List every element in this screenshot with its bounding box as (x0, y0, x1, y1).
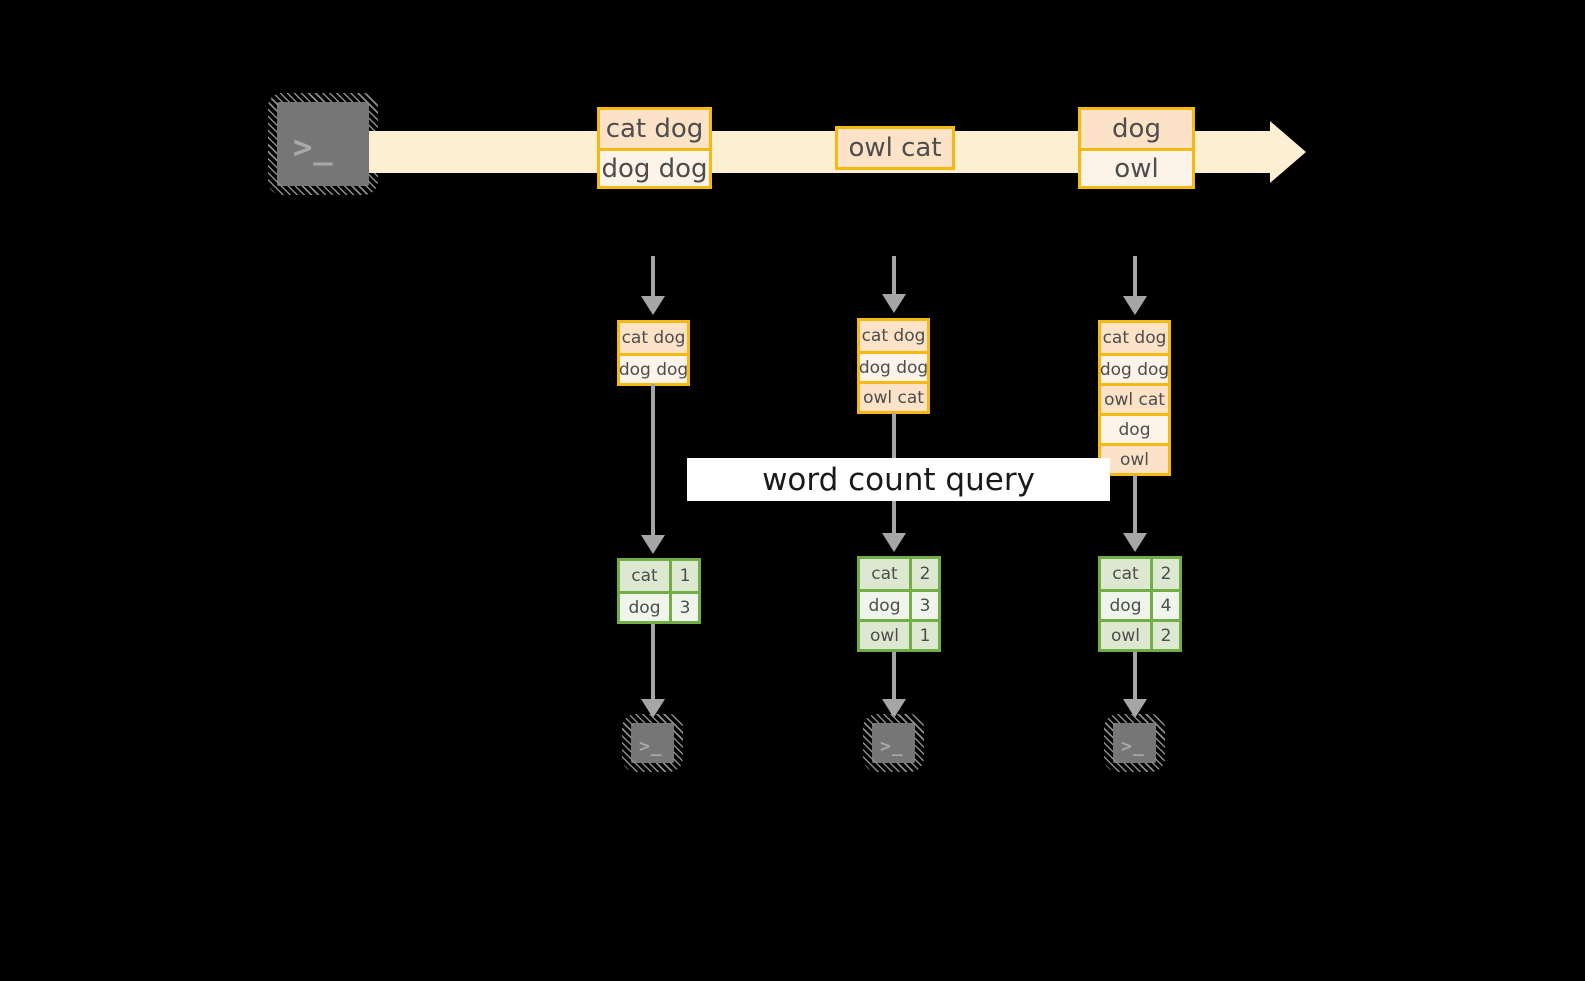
terminal-prompt-glyph: >_ (1121, 736, 1145, 757)
result-count: 2 (1150, 559, 1179, 589)
terminal-prompt-glyph: >_ (639, 736, 663, 757)
snapshot-3-sink-terminal-icon: >_ (1104, 714, 1165, 772)
snapshot-3-to-result-connector (1133, 475, 1137, 533)
snapshot-2-sink-terminal-icon: >_ (863, 714, 924, 772)
terminal-face (872, 723, 915, 763)
stream-to-snapshot-3-connector (1133, 256, 1137, 296)
snapshot-3-to-result-arrowhead (1123, 533, 1147, 552)
stream-arrowhead (1270, 121, 1306, 183)
snapshot-1-input-table: cat dog dog dog (617, 320, 690, 386)
stream-record: dog dog (600, 148, 709, 186)
snapshot-row: dog dog (859, 351, 928, 381)
stream-to-snapshot-2-connector (892, 256, 896, 294)
stream-record: dog (1081, 110, 1192, 148)
result-word: cat (1101, 559, 1150, 589)
result-row: cat 1 (620, 561, 698, 591)
terminal-prompt-glyph: >_ (293, 128, 334, 166)
snapshot-1-result-table: cat 1 dog 3 (617, 558, 701, 624)
stream-to-snapshot-1-connector (651, 256, 655, 296)
result-count: 3 (669, 594, 698, 621)
result-word: cat (860, 559, 909, 589)
source-terminal-icon: >_ (268, 93, 378, 195)
stream-to-snapshot-1-arrowhead (641, 296, 665, 315)
result-row: dog 3 (860, 589, 938, 619)
snapshot-2-to-result-arrowhead (882, 533, 906, 552)
result-row: owl 1 (860, 619, 938, 649)
result-word: dog (860, 592, 909, 619)
result-1-to-sink-connector (651, 624, 655, 699)
stream-record: owl (1081, 148, 1192, 186)
snapshot-row: cat dog (860, 321, 927, 351)
snapshot-row: owl cat (1101, 383, 1168, 413)
stream-record: owl cat (838, 129, 952, 167)
query-label: word count query (687, 458, 1110, 501)
snapshot-1-to-result-arrowhead (641, 535, 665, 554)
snapshot-2-result-table: cat 2 dog 3 owl 1 (857, 556, 941, 652)
snapshot-1-to-result-connector (651, 384, 655, 535)
result-word: owl (860, 622, 909, 649)
snapshot-row: dog dog (1100, 353, 1169, 383)
snapshot-row: dog (1101, 413, 1168, 443)
stream-batch-2: owl cat (835, 126, 955, 170)
result-count: 1 (669, 561, 698, 591)
snapshot-row: dog dog (619, 353, 688, 383)
snapshot-3-input-table: cat dog dog dog owl cat dog owl (1098, 320, 1171, 476)
stream-batch-1: cat dog dog dog (597, 107, 712, 189)
stream-record: cat dog (600, 110, 709, 148)
snapshot-2-input-table: cat dog dog dog owl cat (857, 318, 930, 414)
result-word: dog (620, 594, 669, 621)
result-row: owl 2 (1101, 619, 1179, 649)
result-1-to-sink-arrowhead (641, 699, 665, 718)
terminal-face (1113, 723, 1156, 763)
snapshot-3-result-table: cat 2 dog 4 owl 2 (1098, 556, 1182, 652)
result-count: 2 (909, 559, 938, 589)
result-row: dog 3 (620, 591, 698, 621)
result-word: cat (620, 561, 669, 591)
result-3-to-sink-arrowhead (1123, 699, 1147, 718)
result-count: 2 (1150, 622, 1179, 649)
snapshot-row: owl cat (860, 381, 927, 411)
result-2-to-sink-connector (892, 652, 896, 699)
result-word: dog (1101, 592, 1150, 619)
result-row: dog 4 (1101, 589, 1179, 619)
result-count: 3 (909, 592, 938, 619)
snapshot-row: owl (1101, 443, 1168, 473)
terminal-prompt-glyph: >_ (880, 736, 904, 757)
stream-batch-3: dog owl (1078, 107, 1195, 189)
result-row: cat 2 (1101, 559, 1179, 589)
result-word: owl (1101, 622, 1150, 649)
stream-to-snapshot-3-arrowhead (1123, 296, 1147, 315)
snapshot-1-sink-terminal-icon: >_ (622, 714, 683, 772)
terminal-face (277, 102, 369, 186)
result-3-to-sink-connector (1133, 652, 1137, 699)
snapshot-row: cat dog (1101, 323, 1168, 353)
result-2-to-sink-arrowhead (882, 699, 906, 718)
result-row: cat 2 (860, 559, 938, 589)
stream-to-snapshot-2-arrowhead (882, 294, 906, 313)
terminal-face (631, 723, 674, 763)
result-count: 1 (909, 622, 938, 649)
snapshot-row: cat dog (620, 323, 687, 353)
result-count: 4 (1150, 592, 1179, 619)
